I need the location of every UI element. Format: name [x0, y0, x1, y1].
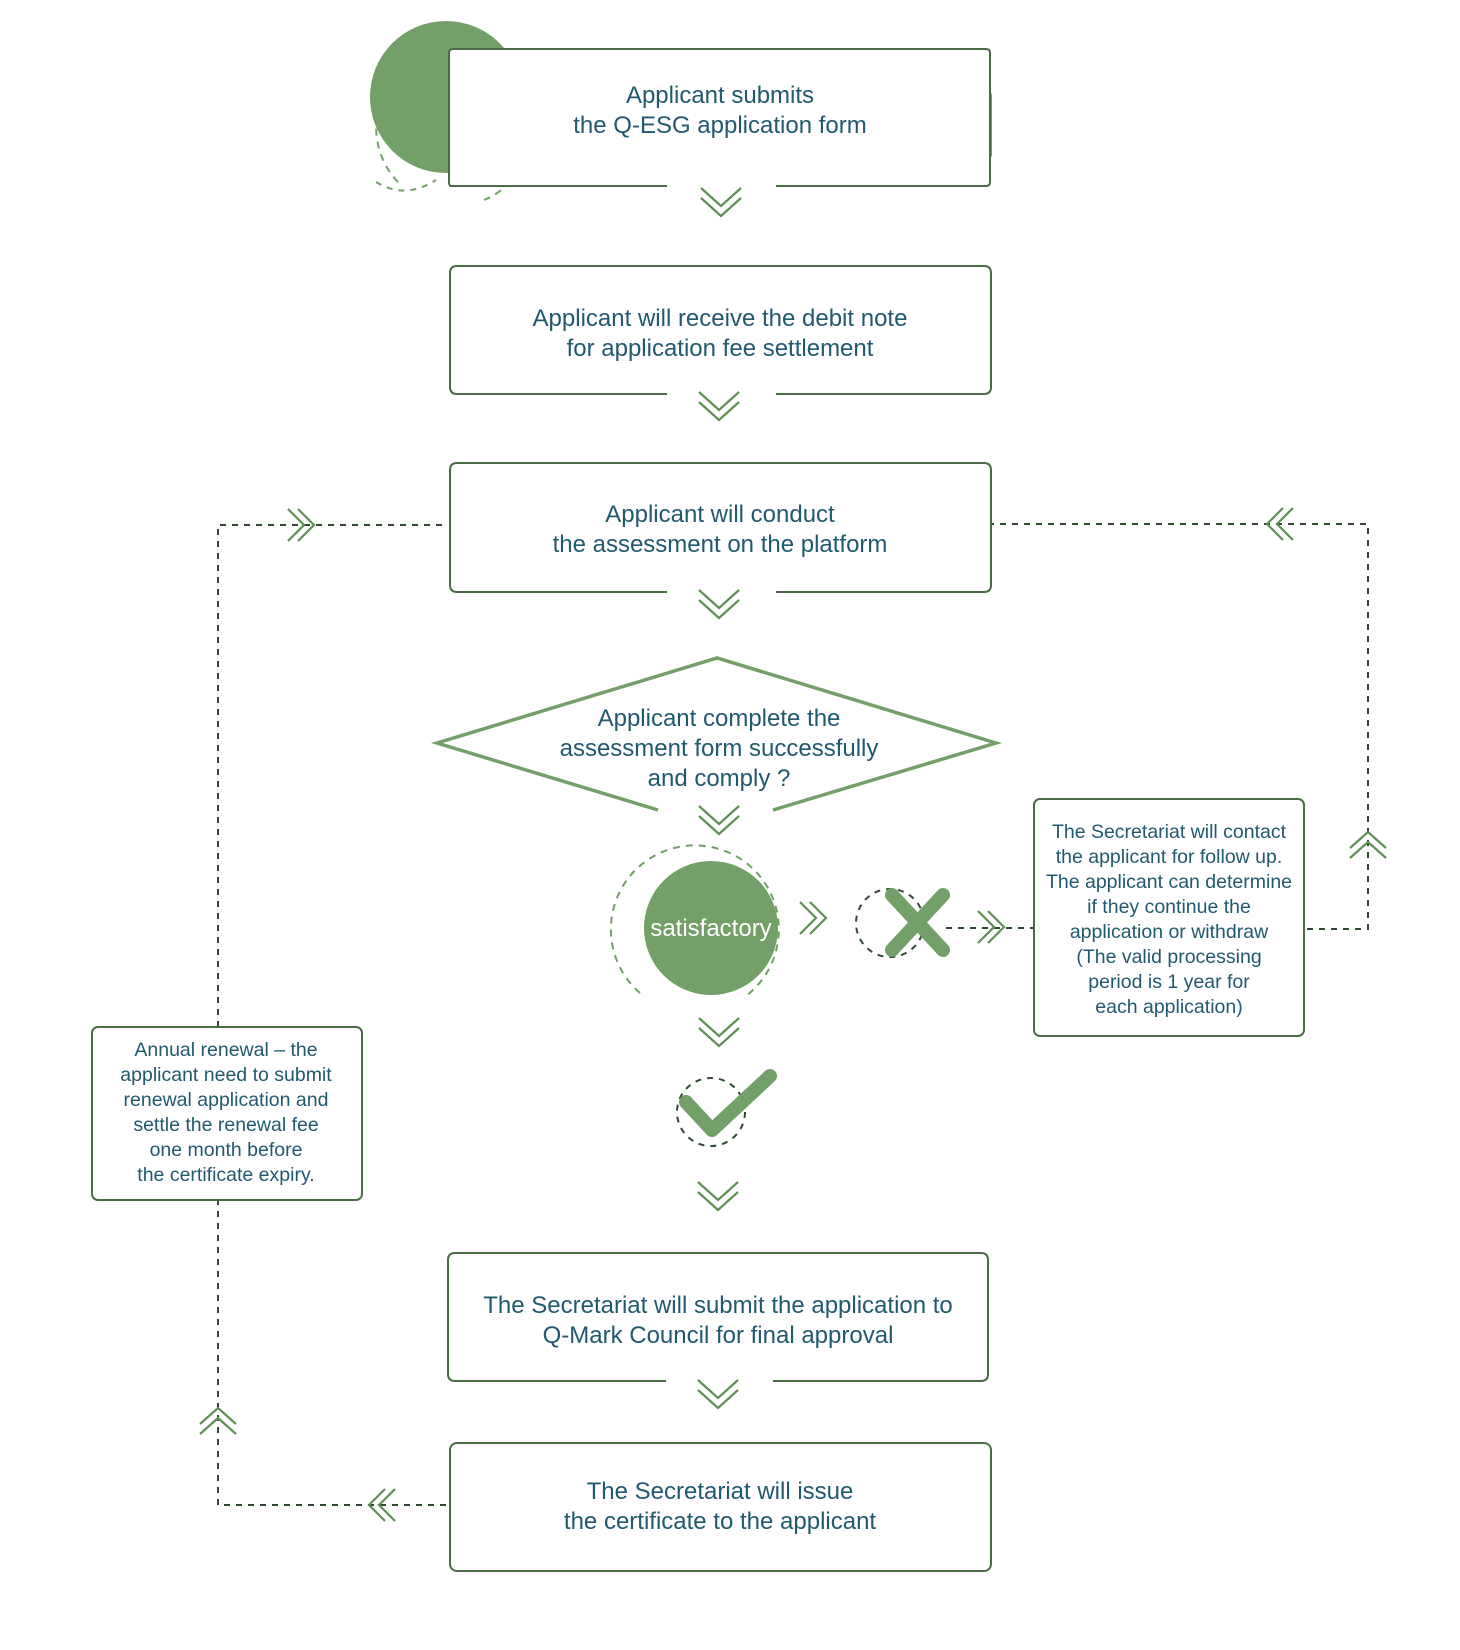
double-chevron-icon: [696, 1378, 740, 1410]
step-assessment-line-2: the assessment on the platform: [553, 531, 888, 558]
double-chevron-icon: [697, 1016, 741, 1048]
satisfactory-node: satisfactory: [609, 844, 780, 997]
note-renewal-line-5: one month before: [150, 1139, 303, 1161]
step-assessment-line-1: Applicant will conduct: [605, 501, 835, 528]
note-follow-up-line-2: the applicant for follow up.: [1056, 846, 1283, 868]
double-chevron-icon: [699, 186, 743, 218]
note-follow-up-line-7: period is 1 year for: [1088, 971, 1250, 993]
double-chevron-icon: [798, 900, 828, 936]
double-chevron-icon: [286, 507, 316, 543]
step-submit-line-1: Applicant submits: [626, 82, 814, 109]
note-follow-up-line-6: (The valid processing: [1076, 946, 1261, 968]
note-follow-up: The Secretariat will contact the applica…: [1033, 798, 1305, 1037]
check-icon: [676, 1069, 777, 1147]
step-council: The Secretariat will submit the applicat…: [447, 1252, 989, 1382]
left-loop-line-upper: [217, 524, 446, 1027]
step-debit-note-line-2: for application fee settlement: [567, 335, 874, 362]
decision-line-2: assessment form successfully: [560, 735, 879, 762]
double-chevron-icon: [697, 390, 741, 422]
step-assessment: Applicant will conduct the assessment on…: [449, 462, 992, 593]
decision-line-1: Applicant complete the: [598, 705, 841, 732]
note-follow-up-line-1: The Secretariat will contact: [1052, 821, 1287, 843]
note-renewal-line-6: the certificate expiry.: [137, 1164, 314, 1186]
note-follow-up-line-5: application or withdraw: [1070, 921, 1269, 943]
note-renewal-line-2: applicant need to submit: [120, 1064, 332, 1086]
decision-diamond: Applicant complete the assessment form s…: [430, 656, 1003, 812]
step-issue-line-1: The Secretariat will issue: [587, 1478, 854, 1505]
note-renewal-line-4: settle the renewal fee: [133, 1114, 318, 1136]
cross-icon: [855, 888, 950, 958]
decision-line-3: and comply ?: [648, 765, 791, 792]
step-council-line-2: Q-Mark Council for final approval: [543, 1322, 894, 1349]
double-chevron-icon: [976, 909, 1006, 945]
step-debit-note: Applicant will receive the debit note fo…: [449, 265, 992, 395]
note-renewal-line-3: renewal application and: [124, 1089, 329, 1111]
note-renewal-line-1: Annual renewal – the: [134, 1039, 317, 1061]
step-submit: Applicant submits the Q-ESG application …: [448, 48, 991, 187]
satisfactory-label: satisfactory: [650, 915, 771, 942]
step-council-line-1: The Secretariat will submit the applicat…: [483, 1292, 953, 1319]
step-issue-line-2: the certificate to the applicant: [564, 1508, 877, 1535]
double-chevron-icon: [696, 1180, 740, 1212]
note-renewal: Annual renewal – the applicant need to s…: [91, 1026, 363, 1201]
step-issue: The Secretariat will issue the certifica…: [449, 1442, 992, 1572]
note-follow-up-line-3: The applicant can determine: [1046, 871, 1292, 893]
step-debit-note-line-1: Applicant will receive the debit note: [533, 305, 908, 332]
note-follow-up-line-8: each application): [1095, 996, 1242, 1018]
note-follow-up-line-4: if they continue the: [1087, 896, 1251, 918]
step-submit-line-2: the Q-ESG application form: [573, 112, 866, 139]
left-loop-line-lower: [217, 1200, 446, 1506]
double-chevron-icon: [697, 588, 741, 620]
double-chevron-icon: [697, 804, 741, 836]
